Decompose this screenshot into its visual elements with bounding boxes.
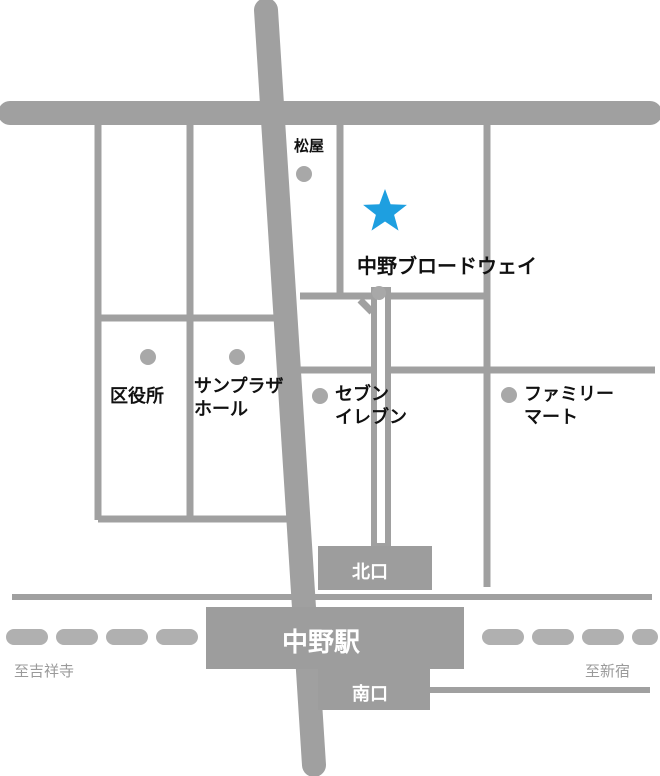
direction-west-label: 至吉祥寺 — [14, 662, 75, 680]
landmark-label-familymart: ファミリー マート — [524, 384, 614, 428]
familymart-dot — [501, 387, 517, 403]
landmark-label-seven-eleven: セブン イレブン — [335, 384, 407, 428]
south-exit-label: 南口 — [352, 684, 388, 705]
street-grid — [94, 120, 655, 587]
street-h-5 — [357, 297, 375, 315]
north-exit-label: 北口 — [352, 562, 388, 583]
star-icon — [363, 189, 407, 231]
station-box — [206, 607, 464, 669]
landmark-label-matsuya: 松屋 — [294, 137, 325, 155]
station-name-label: 中野駅 — [282, 628, 361, 658]
south-exit-box — [318, 669, 430, 710]
landmark-label-sunplaza: サンプラザ ホール — [194, 376, 284, 420]
direction-east-label: 至新宿 — [585, 662, 631, 680]
north-exit-box — [318, 546, 432, 590]
seven-eleven-dot — [312, 388, 328, 404]
sunplaza-dot — [229, 349, 245, 365]
broadway-dot — [372, 286, 386, 300]
ward-office-dot — [140, 349, 156, 365]
matsuya-dot — [296, 166, 312, 182]
landmark-dots — [140, 166, 517, 404]
destination-label: 中野ブロードウェイ — [357, 254, 537, 278]
landmark-label-ward-office: 区役所 — [110, 386, 164, 407]
